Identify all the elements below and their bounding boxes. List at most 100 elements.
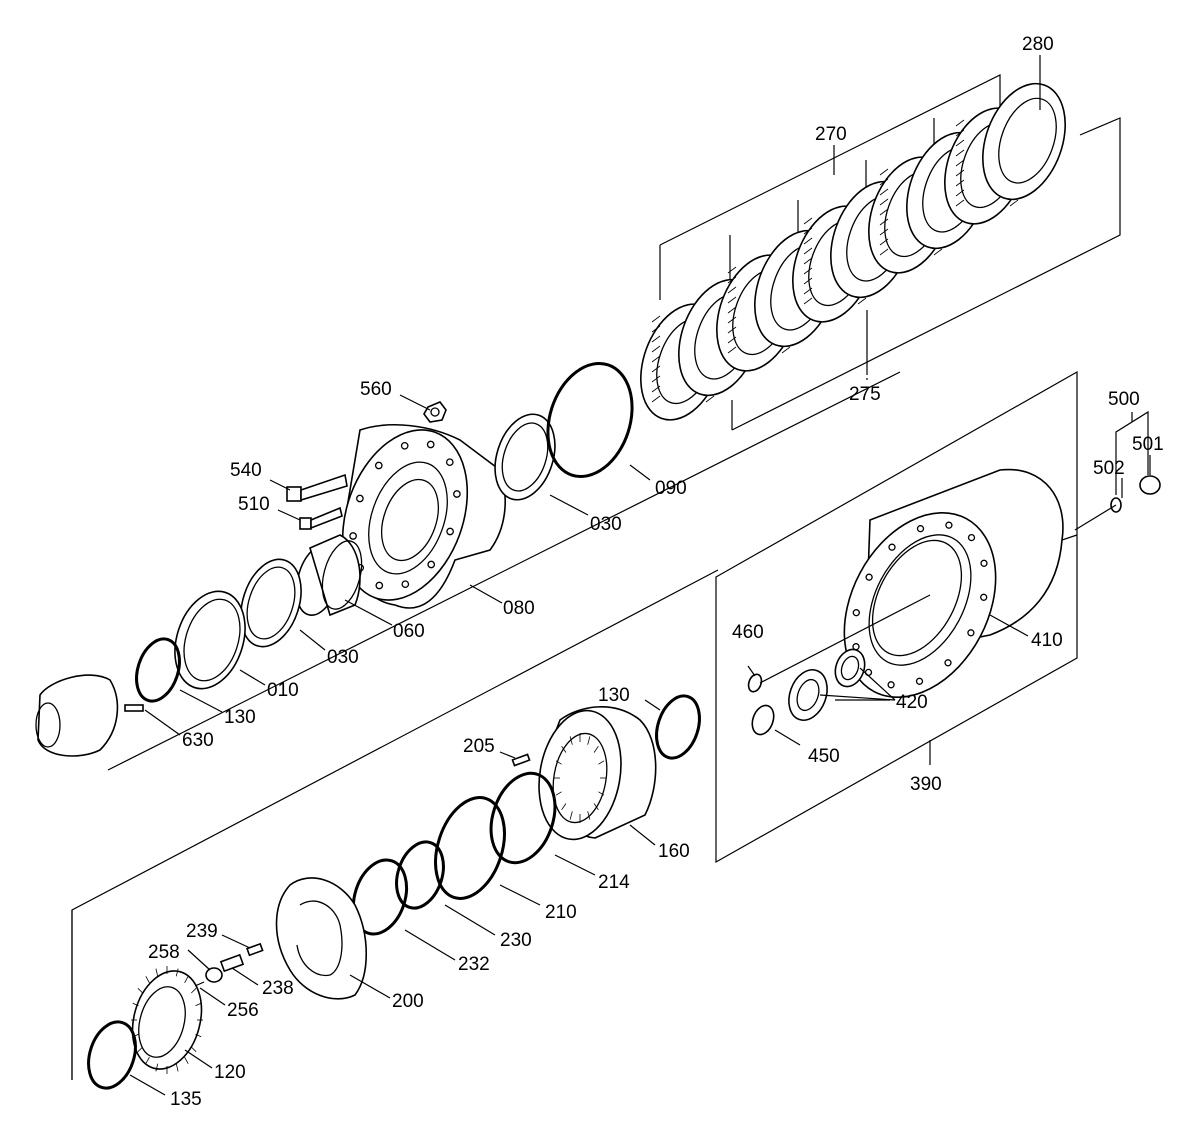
bolt-540 [286, 473, 348, 502]
oring-210 [434, 796, 506, 900]
label-540: 540 [230, 460, 262, 481]
spring-239 [246, 942, 264, 957]
ring-010 [174, 590, 246, 690]
spline-tooth [555, 760, 562, 765]
label-060: 060 [393, 621, 425, 642]
gear-tooth [191, 1046, 197, 1052]
oring-090 [546, 361, 634, 479]
gear-tooth [195, 1002, 202, 1007]
hub-bolt-hole [446, 527, 454, 536]
drum-bolt-hole [967, 629, 975, 637]
drum-bolt-hole [915, 677, 924, 685]
gear-tooth [175, 1063, 179, 1072]
drum-bolt-hole [852, 609, 860, 617]
label-130-right: 130 [598, 685, 630, 706]
hub-bolt-hole [374, 461, 383, 470]
drum-bolt-hole [865, 573, 873, 581]
ring-450 [751, 704, 775, 736]
bearing-030-lower [240, 558, 302, 648]
spline-tooth [598, 791, 605, 796]
label-630: 630 [182, 730, 214, 751]
piston-160 [538, 706, 657, 841]
upper-diagonal-line [107, 371, 901, 771]
label-501: 501 [1132, 434, 1164, 455]
gear-tooth [195, 1033, 202, 1038]
oring-130-right [655, 694, 701, 760]
oring-232 [351, 858, 409, 936]
label-214: 214 [598, 872, 630, 893]
gear-tooth [155, 968, 159, 977]
hub-bolt-hole [427, 560, 436, 569]
ring-gear-120 [131, 966, 203, 1074]
plug-501 [1139, 475, 1161, 495]
spline-tooth [555, 791, 562, 796]
label-230: 230 [500, 930, 532, 951]
spline-tooth [593, 803, 599, 811]
drum-bolt-hole [980, 593, 988, 601]
clutch-pack-group [640, 74, 1121, 431]
spline-tooth [561, 745, 567, 753]
hub-080 [341, 424, 506, 609]
label-120: 120 [214, 1062, 246, 1083]
label-080: 080 [503, 598, 535, 619]
leader-lines [129, 55, 1151, 1096]
pin-205 [511, 753, 531, 767]
drum-bolt-hole [944, 659, 952, 667]
hub-bolt-hole [453, 490, 461, 498]
label-502: 502 [1093, 458, 1125, 479]
label-390: 390 [910, 774, 942, 795]
label-210: 210 [545, 902, 577, 923]
ball-258 [205, 967, 223, 983]
drum-bolt-hole [888, 543, 896, 551]
housing-frame-390 [715, 370, 1078, 864]
label-560: 560 [360, 379, 392, 400]
part-labels: 280 270 275 560 540 510 090 030 080 060 … [148, 34, 1164, 1110]
gear-tooth [137, 1046, 143, 1052]
label-256: 256 [227, 1000, 259, 1021]
label-460: 460 [732, 622, 764, 643]
label-258: 258 [148, 942, 180, 963]
clutch-discs [640, 82, 1066, 421]
spring-238 [219, 953, 245, 973]
hub-bolt-hole [426, 440, 435, 449]
oring-230 [395, 840, 445, 910]
label-450: 450 [808, 746, 840, 767]
label-239: 239 [186, 921, 218, 942]
spline-tooth [569, 811, 573, 820]
oring-214 [489, 771, 557, 865]
label-510: 510 [238, 494, 270, 515]
gear-tooth [184, 976, 189, 983]
clutch-disc [982, 82, 1066, 201]
label-030-upper: 030 [590, 514, 622, 535]
sleeve-060 [295, 534, 363, 617]
gear-tooth [145, 976, 150, 983]
spline-tooth [593, 745, 599, 753]
label-275: 275 [849, 384, 881, 405]
gear-tooth [191, 988, 197, 994]
drum-bolt-hole [967, 533, 976, 542]
label-030-lower: 030 [327, 647, 359, 668]
hub-bolt-hole [400, 441, 409, 450]
label-500: 500 [1108, 389, 1140, 410]
gear-tooth [145, 1057, 150, 1064]
label-160: 160 [658, 841, 690, 862]
hub-bolt-hole [401, 580, 410, 589]
washer-460 [747, 673, 763, 693]
oring-135 [87, 1020, 137, 1090]
hub-bolt-hole [375, 581, 384, 590]
drum-bolt-hole [980, 559, 988, 567]
spline-tooth [569, 736, 573, 745]
gear-420a [788, 669, 828, 721]
spline-tooth [587, 811, 591, 820]
drum-bolt-hole [916, 525, 925, 533]
label-420: 420 [896, 692, 928, 713]
label-090: 090 [655, 478, 687, 499]
spline-tooth [561, 803, 567, 811]
label-270: 270 [815, 124, 847, 145]
plate-200 [275, 877, 368, 1000]
drum-bolt-hole [887, 681, 895, 689]
gear-tooth [184, 1057, 189, 1064]
drum-bolt-hole [945, 521, 953, 529]
